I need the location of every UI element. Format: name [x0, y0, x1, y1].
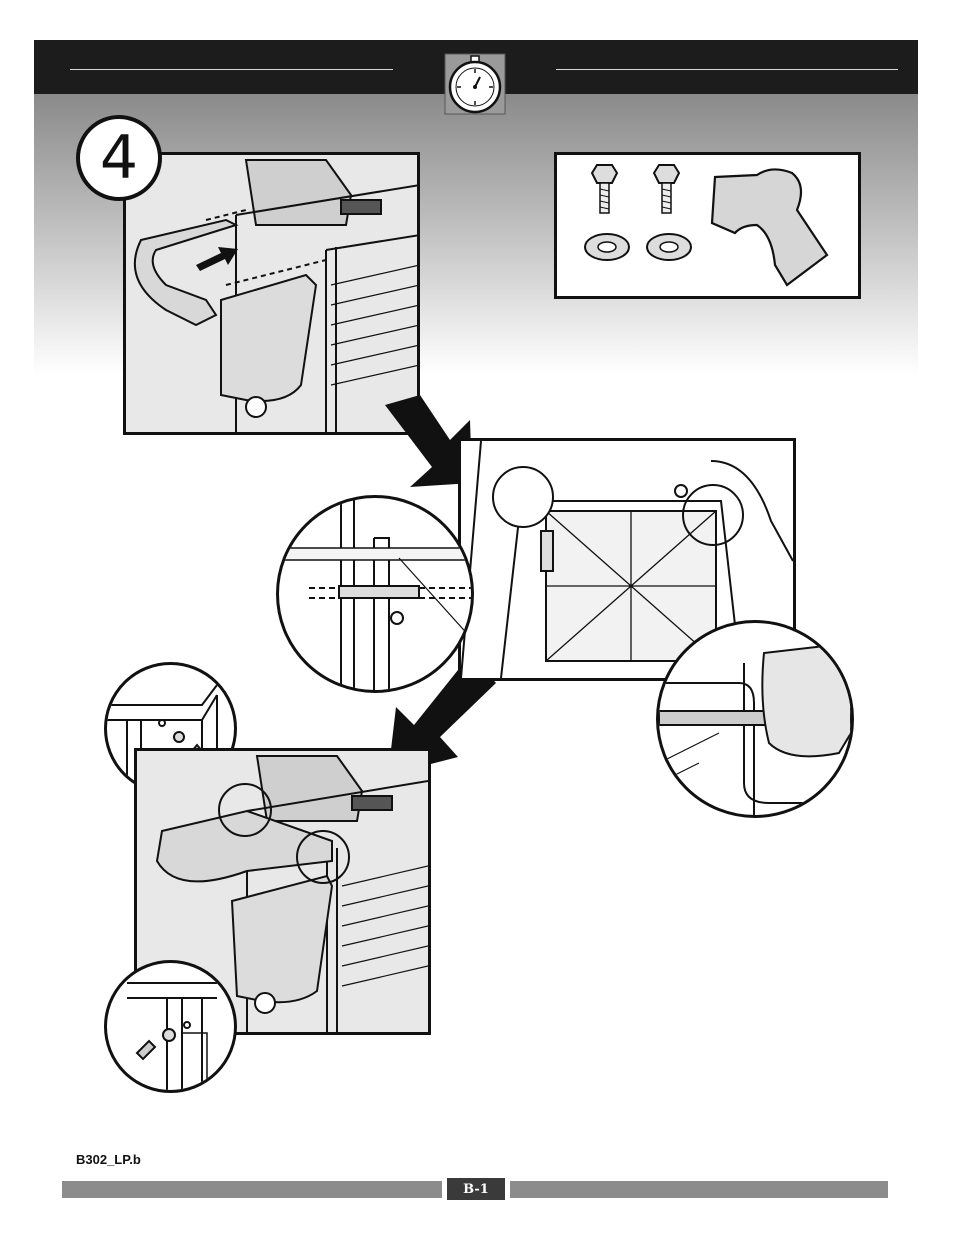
document-code: B302_LP.b: [76, 1152, 141, 1167]
footer-bar-left: [62, 1181, 442, 1198]
washer-icon: [585, 234, 629, 260]
step-illustration: [123, 152, 420, 435]
header-rule-left: [70, 69, 393, 70]
parts-panel: [554, 152, 861, 299]
stopwatch-icon: [444, 53, 506, 115]
footer-bar-right: [510, 1181, 888, 1198]
washer-icon: [647, 234, 691, 260]
zoom-circle-left-bracket: [492, 466, 554, 528]
zoom-detail-insert-rod: [276, 495, 474, 693]
header-rule-right: [556, 69, 898, 70]
page-number: B-1: [447, 1178, 505, 1200]
zoom-circle-rear-bolt: [296, 830, 350, 884]
handle-bracket-icon: [712, 169, 827, 285]
zoom-detail-bottom-bolt: [104, 960, 237, 1093]
zoom-circle-front-bolt: [218, 783, 272, 837]
zoom-circle-right-bracket: [682, 484, 744, 546]
bolt-icon: [654, 165, 679, 213]
step-number-badge: 4: [76, 115, 162, 201]
bolt-icon: [592, 165, 617, 213]
zoom-detail-right-rod: [656, 620, 854, 818]
